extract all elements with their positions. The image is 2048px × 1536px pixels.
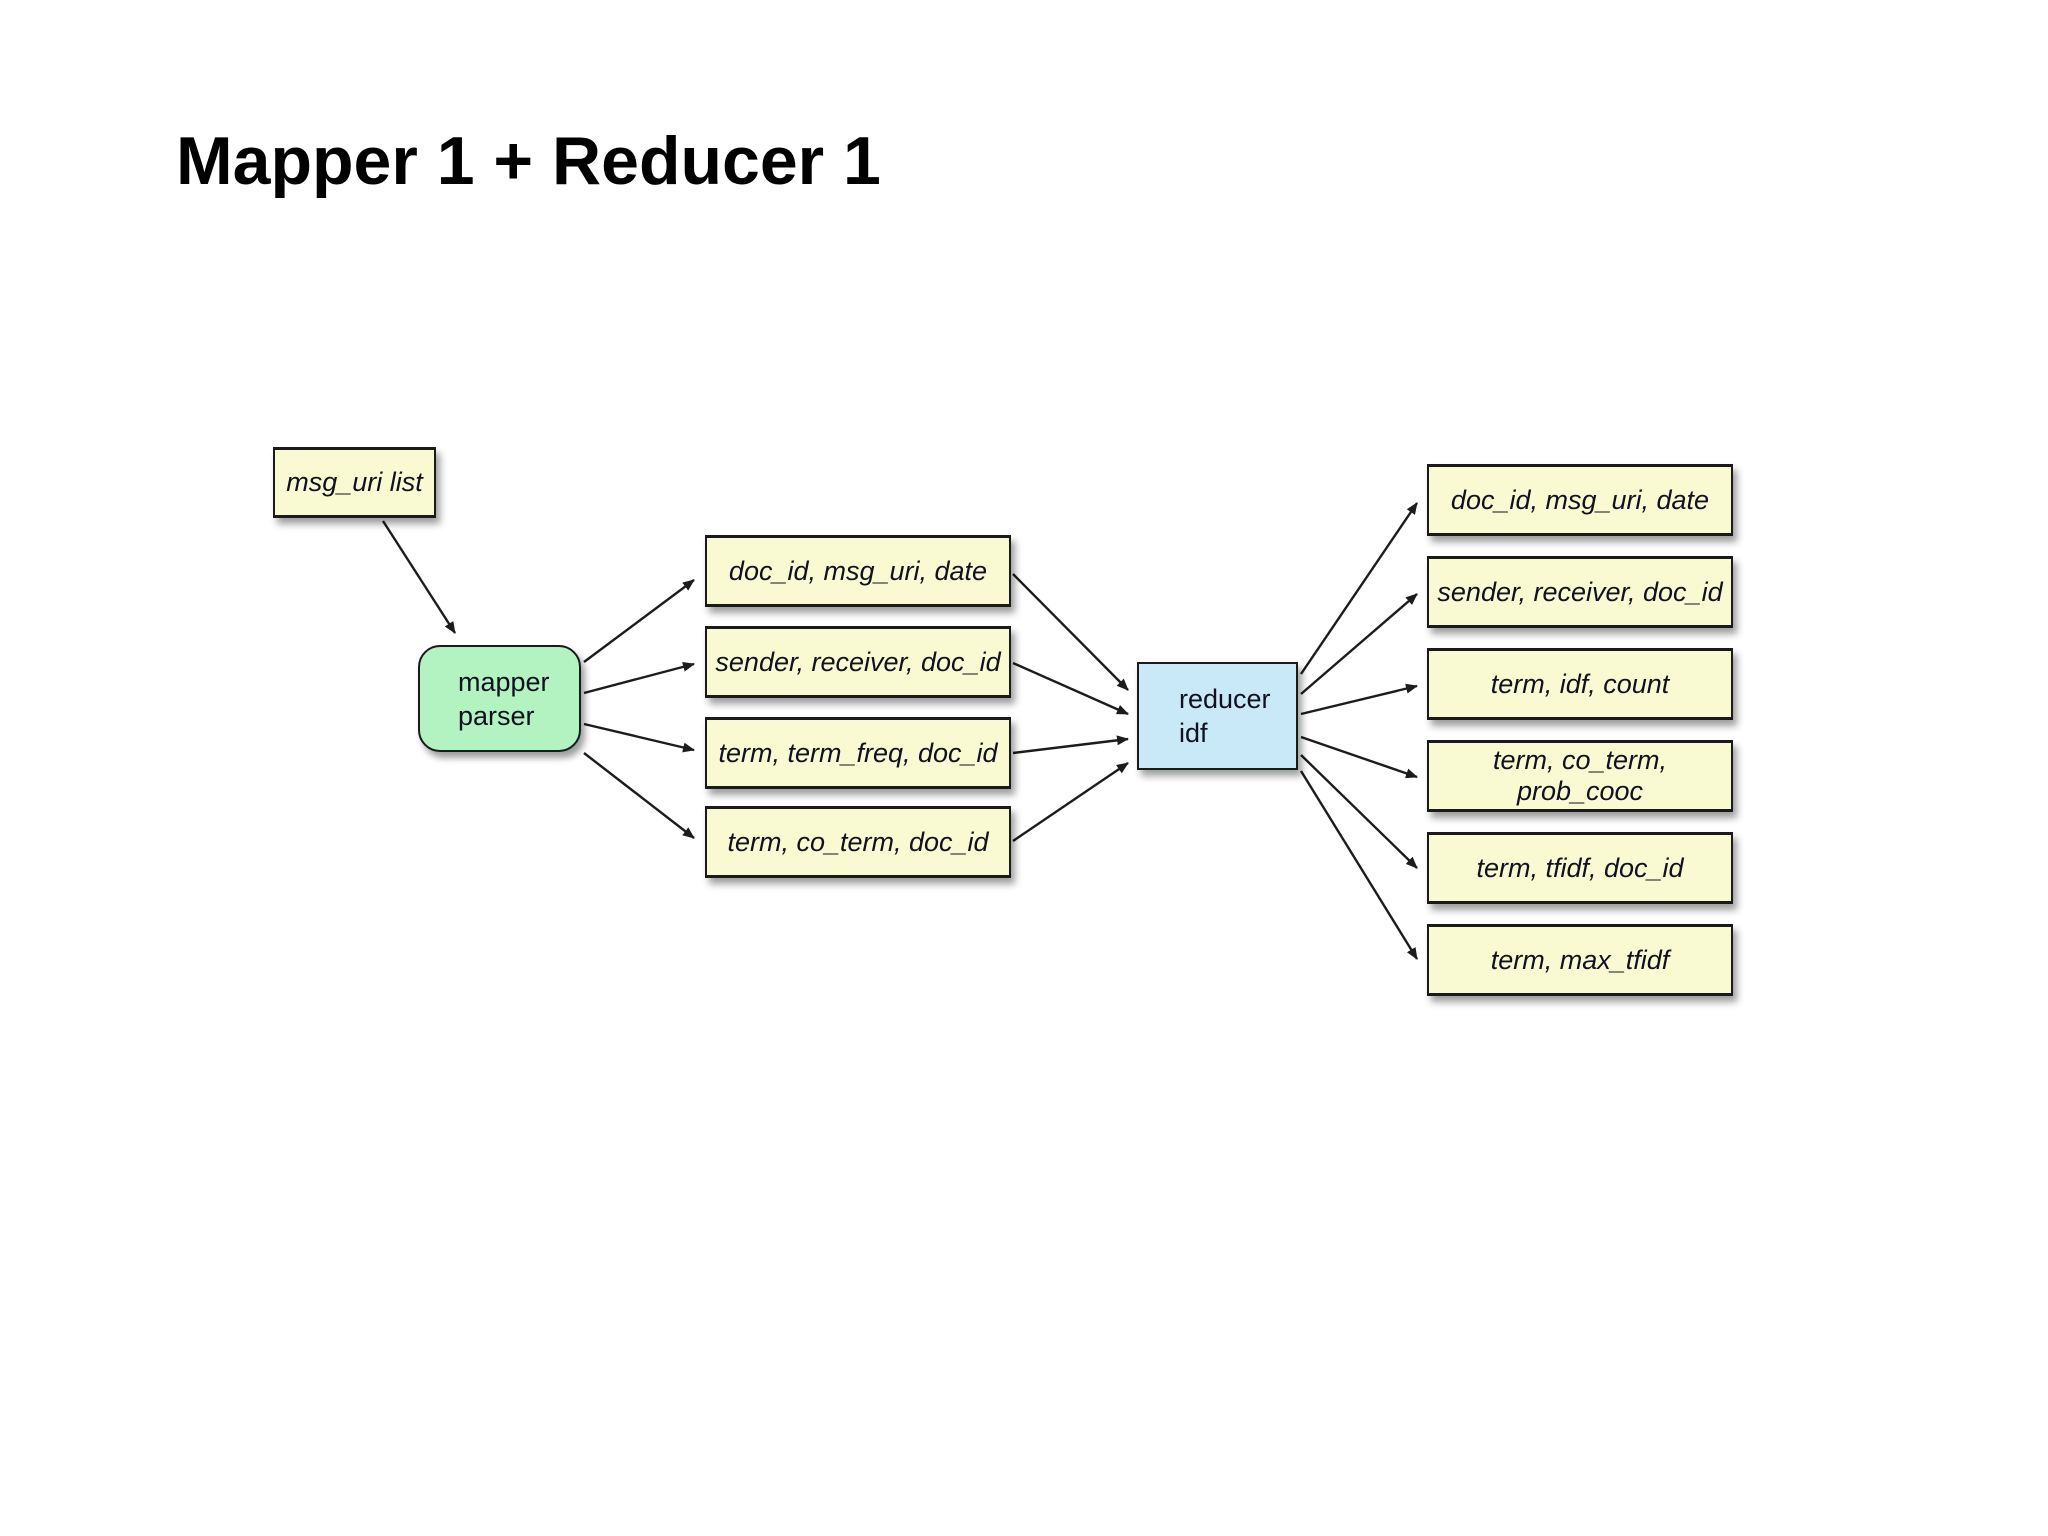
edge-reducer-to-result1: [1300, 502, 1418, 675]
node-reducer-output-6: term, max_tfidf: [1427, 924, 1733, 996]
node-mapper-parser: mapper parser: [418, 645, 581, 752]
node-mapper-output-3: term, term_freq, doc_id: [705, 717, 1011, 789]
edge-mapper-to-output3: [583, 722, 695, 753]
node-reducer-output-4: term, co_term, prob_cooc: [1427, 740, 1733, 812]
node-reducer-idf: reducer idf: [1137, 662, 1298, 770]
node-msg-uri-list-label: msg_uri list: [286, 467, 423, 497]
node-reducer-output-1: doc_id, msg_uri, date: [1427, 464, 1733, 536]
node-reducer-idf-label: reducer idf: [1179, 684, 1271, 748]
node-reducer-output-3: term, idf, count: [1427, 648, 1733, 720]
edge-reducer-to-result6: [1299, 770, 1419, 960]
edge-mapper-to-output4: [583, 752, 695, 839]
node-mapper-parser-label: mapper parser: [458, 666, 550, 731]
node-reducer-output-5: term, tfidf, doc_id: [1427, 832, 1733, 904]
edge-reducer-to-result3: [1300, 683, 1418, 716]
node-mapper-output-2: sender, receiver, doc_id: [705, 626, 1011, 698]
edge-output1-to-reducer: [1012, 573, 1129, 691]
edge-mapper-to-output2: [583, 661, 695, 695]
edge-output4-to-reducer: [1012, 762, 1129, 842]
edge-reducer-to-result2: [1300, 593, 1418, 695]
edge-reducer-to-result4: [1300, 735, 1418, 779]
page-title: Mapper 1 + Reducer 1: [176, 123, 881, 199]
node-mapper-output-4: term, co_term, doc_id: [705, 806, 1011, 878]
edge-mapper-to-output1: [583, 579, 695, 663]
edge-output2-to-reducer: [1012, 661, 1129, 716]
node-mapper-output-1: doc_id, msg_uri, date: [705, 535, 1011, 607]
edge-output3-to-reducer: [1012, 735, 1129, 755]
edge-reducer-to-result5: [1300, 754, 1418, 869]
node-reducer-output-2: sender, receiver, doc_id: [1427, 556, 1733, 628]
edge-input-to-mapper: [381, 520, 457, 634]
node-msg-uri-list: msg_uri list: [273, 447, 436, 518]
